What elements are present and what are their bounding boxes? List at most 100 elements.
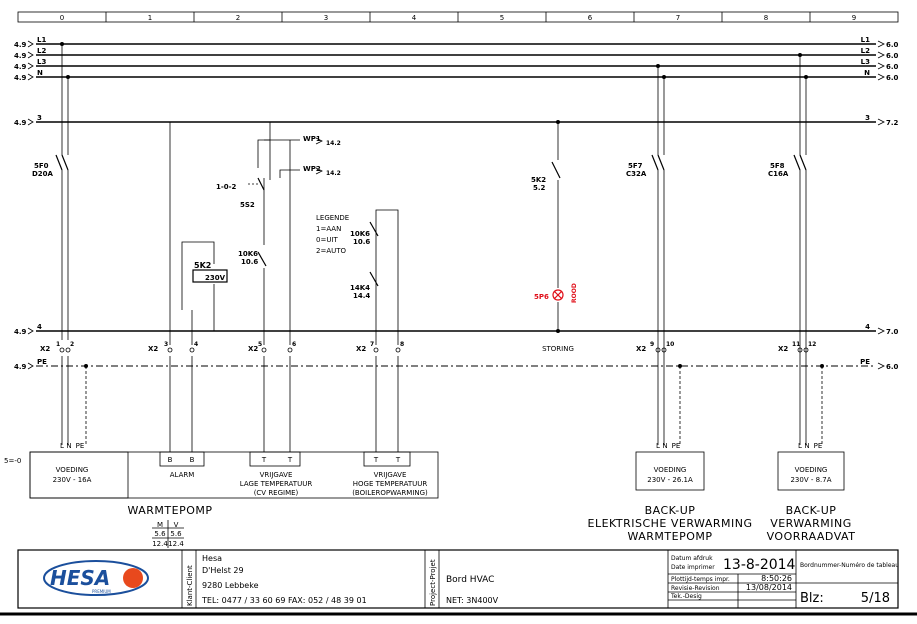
breaker-rating: D20A [32, 170, 54, 178]
group-titles: WARMTEPOMP BACK-UP ELEKTRISCHE VERWARMIN… [127, 504, 854, 543]
legend-line: 2=AUTO [316, 247, 347, 255]
client-line: 9280 Lebbeke [202, 581, 259, 590]
device-boxes: 5=-0 L N PE B B T T T T L N PE L N PE VO… [4, 442, 845, 499]
bus-ref-left: 4.9 [14, 52, 27, 60]
bus-name: 3 [865, 114, 870, 122]
box-terminal: PE [672, 442, 681, 450]
terminal-strip-x2: X2 X2 X2 X2 X2 X2 1 2 3 4 5 6 7 8 9 10 1… [40, 341, 816, 353]
print-date: 13-8-2014 [723, 557, 796, 573]
box-terminal: N [804, 442, 809, 450]
ruler-col: 6 [588, 14, 593, 22]
relay-ref: 5K2 [531, 176, 546, 184]
storing-label: STORING [542, 345, 574, 353]
ruler-col: 1 [148, 14, 152, 22]
bus-name: L1 [37, 36, 46, 44]
mv-header: M [157, 521, 163, 529]
box-text: VOEDING [56, 466, 89, 474]
wire-drops [169, 356, 399, 452]
ruler-col: 9 [852, 14, 856, 22]
bus-ref-right: 6.0 [886, 74, 899, 82]
mv-cell: 12.4 [152, 540, 168, 548]
box-terminal: T [395, 456, 401, 464]
bus-ref-left: 4.9 [14, 63, 27, 71]
bus-ref-left: 4.9 [14, 119, 27, 127]
terminal-id: 5 [258, 341, 262, 348]
bus-ref-right: 7.0 [886, 328, 899, 336]
box-terminal: T [261, 456, 267, 464]
mv-table: M V 5.6 5.6 12.4 12.4 [152, 520, 184, 548]
bus-ref-right: 7.2 [886, 119, 899, 127]
box-terminal: N [66, 442, 71, 450]
hesa-logo: HESA PREMIUM [43, 560, 149, 596]
drawing-label: Tek.-Desig [670, 593, 702, 600]
box-terminal: L [656, 442, 660, 450]
bus-name: L2 [861, 47, 870, 55]
terminal-box-label: 5=-0 [4, 457, 21, 465]
breaker-ref: 5F0 [34, 162, 49, 170]
box-text: (CV REGIME) [254, 489, 299, 497]
group-title: ELEKTRISCHE VERWARMING [588, 517, 753, 530]
box-terminal: T [373, 456, 379, 464]
relay-ref: 14K4 [350, 284, 370, 292]
box-text: HOGE TEMPERATUUR [353, 480, 428, 488]
project-label: Project-Projet [429, 559, 437, 606]
logo-sub: PREMIUM [92, 589, 111, 594]
relay-sub: 10.6 [353, 238, 370, 246]
bus-ref-right: 6.0 [886, 41, 899, 49]
relay-ref: 10K6 [238, 250, 258, 258]
relay-5K2-coil: 5K2 230V [169, 122, 228, 345]
group-title: BACK-UP [645, 504, 696, 517]
bus-name: N [864, 69, 870, 77]
bus-name: PE [860, 358, 870, 366]
terminal-id: 8 [400, 341, 404, 348]
mv-cell: 12.4 [168, 540, 184, 548]
breaker-rating: C16A [768, 170, 789, 178]
legend-line: 1=AAN [316, 225, 341, 233]
client-line: D'Helst 29 [202, 566, 244, 575]
box-text: 230V - 26.1A [647, 476, 693, 484]
ruler-col: 5 [500, 14, 504, 22]
breaker-ref: 5F8 [770, 162, 785, 170]
terminal-id: 9 [650, 341, 654, 348]
terminal-strip-label: X2 [636, 345, 646, 353]
bus-ref-right: 6.0 [886, 52, 899, 60]
terminal-strip-label: X2 [248, 345, 258, 353]
terminal-strip-label: X2 [40, 345, 50, 353]
date-label: Date imprimer [671, 564, 715, 571]
box-text: VOEDING [795, 466, 828, 474]
bus-ref-right: 6.0 [886, 63, 899, 71]
mv-header: V [174, 521, 179, 529]
ruler-col: 2 [236, 14, 240, 22]
bus-ref-left: 4.9 [14, 363, 27, 371]
legend-title: LEGENDE [316, 214, 349, 222]
switch-ref: 5S2 [240, 201, 255, 209]
ruler-col: 7 [676, 14, 680, 22]
lamp-ref: 5P6 [534, 293, 549, 301]
terminal-id: 1 [56, 341, 60, 348]
selector-switch-5S2: 1-0-2 5S2 WP1 14.2 WP2 14.2 10K6 10.6 [216, 122, 341, 345]
box-text: LAGE TEMPERATUUR [240, 480, 313, 488]
bus-name: PE [37, 358, 47, 366]
output-ref: 14.2 [326, 140, 341, 147]
relay-ref: 5K2 [194, 261, 211, 270]
breaker-ref: 5F7 [628, 162, 643, 170]
breaker-5F0: 5F0 D20A [32, 44, 87, 445]
box-text: 230V - 8.7A [790, 476, 831, 484]
client-line: Hesa [202, 554, 222, 563]
board-label: Bordnummer-Numéro de tableau [800, 562, 899, 569]
terminal-id: 11 [792, 341, 800, 348]
group-title: WARMTEPOMP [127, 504, 212, 517]
ruler-col: 4 [412, 14, 417, 22]
project-name: Bord HVAC [446, 575, 494, 585]
lamp-color-label: ROOD [571, 283, 578, 303]
column-ruler: 0 1 2 3 4 5 6 7 8 9 [17, 11, 899, 23]
box-text: VOEDING [654, 466, 687, 474]
client-label: Klant-Client [186, 565, 194, 606]
breaker-rating: C32A [626, 170, 647, 178]
terminal-id: 3 [164, 341, 168, 348]
switch-label: 1-0-2 [216, 183, 237, 191]
box-terminal: B [168, 456, 173, 464]
bus-name: 4 [37, 323, 42, 331]
terminal-id: 2 [70, 341, 74, 348]
